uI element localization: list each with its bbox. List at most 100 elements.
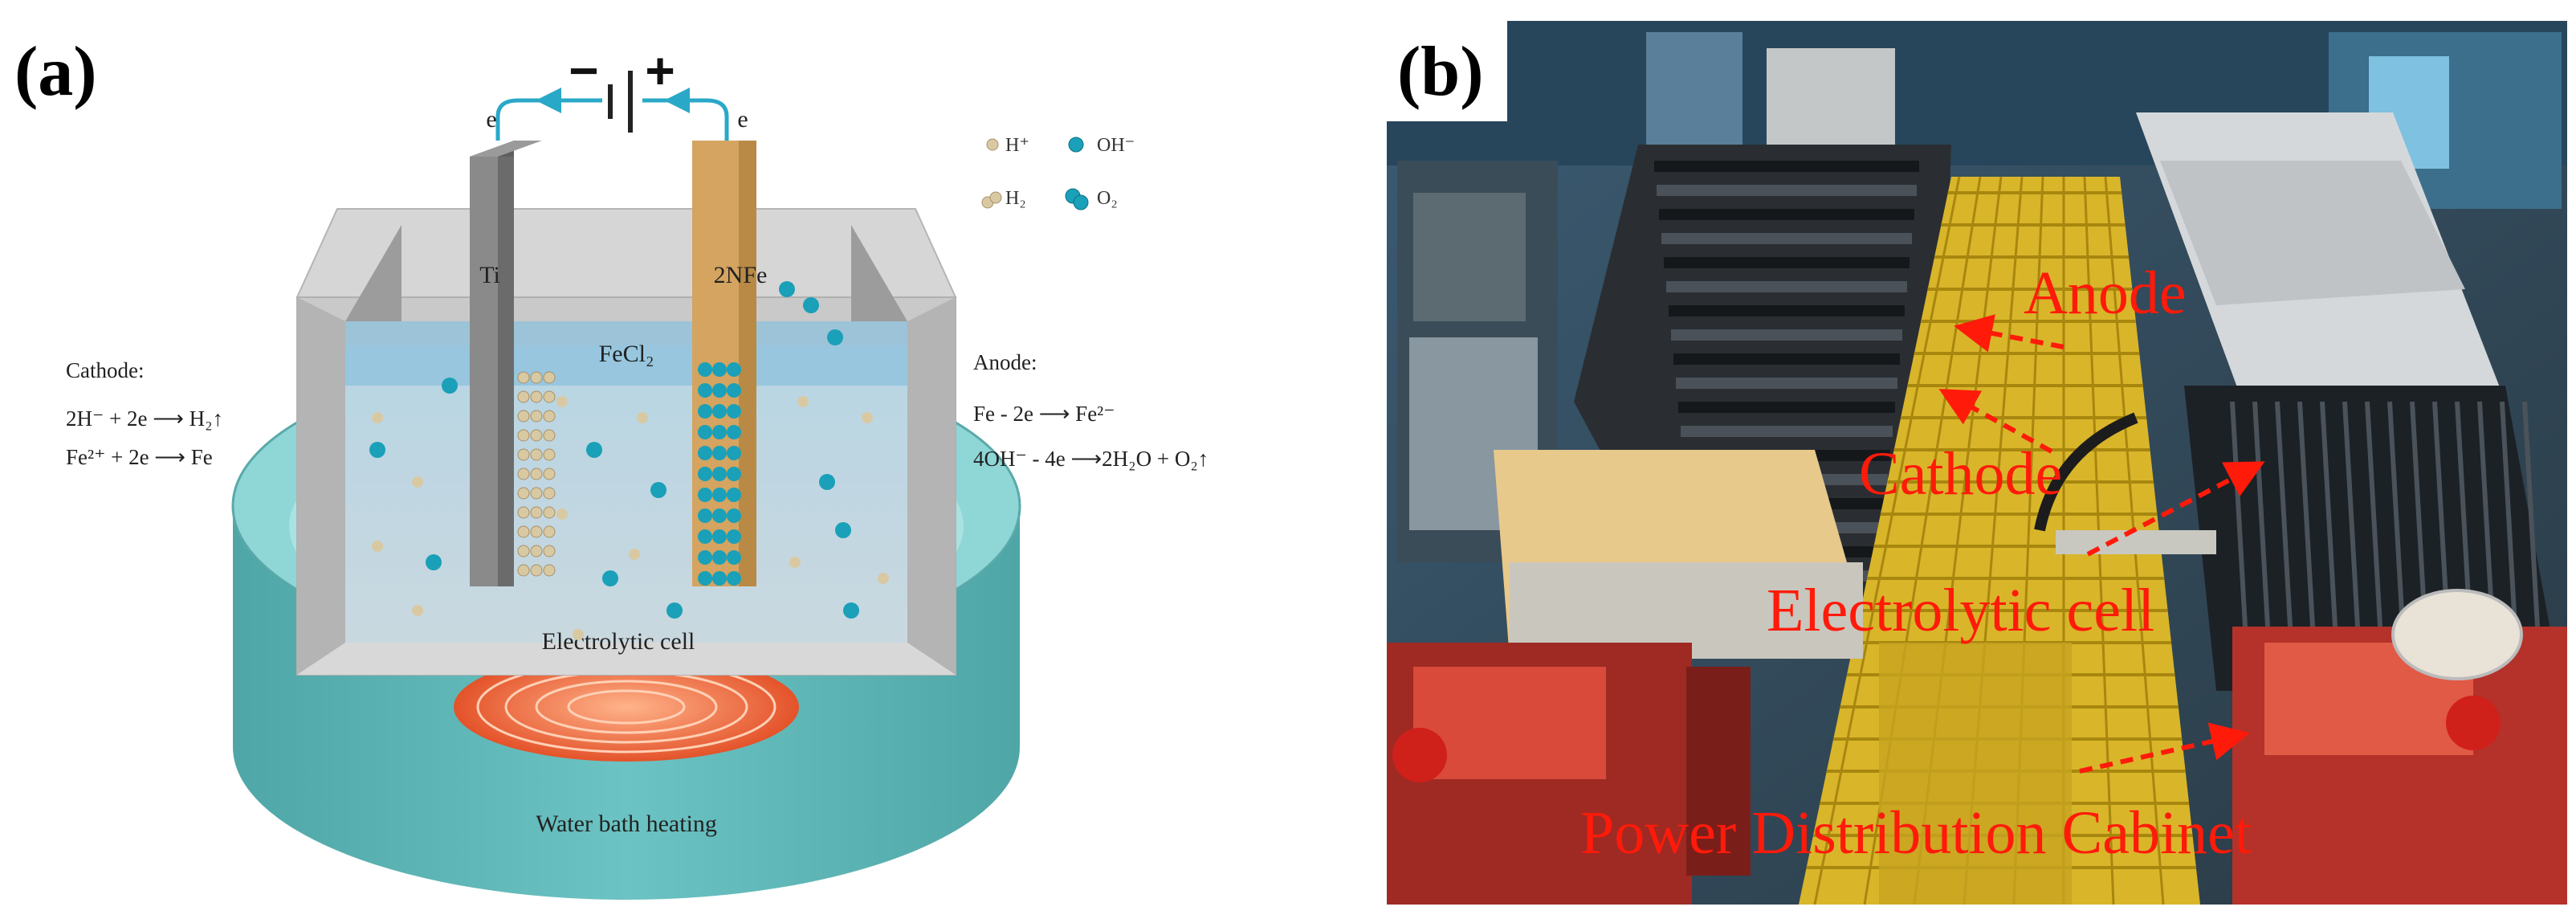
particle bbox=[789, 557, 801, 568]
h2-bubble bbox=[517, 564, 530, 577]
plus-sign: + bbox=[645, 42, 675, 100]
h2-bubble bbox=[543, 390, 556, 403]
h2-bubble bbox=[517, 468, 530, 480]
o2-bubble bbox=[712, 425, 727, 439]
h2-bubble bbox=[517, 506, 530, 519]
panel-a: (a) Water bath heating bbox=[14, 33, 1209, 900]
tank-plate bbox=[1664, 257, 1910, 268]
o2-bubble bbox=[698, 467, 712, 481]
h2-bubble bbox=[517, 410, 530, 423]
anode-label: 2NFe bbox=[714, 262, 768, 288]
annotation-power-cabinet: Power Distribution Cabinet bbox=[1580, 799, 2252, 867]
h2-bubble bbox=[530, 468, 543, 480]
o2-bubble bbox=[727, 383, 741, 398]
o2-bubble bbox=[727, 550, 741, 565]
particle bbox=[843, 602, 859, 619]
minus-sign: − bbox=[569, 42, 598, 100]
anode-reaction-1: Fe - 2e ⟶ Fe²⁻ bbox=[973, 402, 1115, 426]
o2-bubble bbox=[727, 467, 741, 481]
tank-plate bbox=[1673, 353, 1900, 365]
h2-bubble bbox=[517, 448, 530, 461]
particle bbox=[819, 474, 835, 490]
o2-bubble bbox=[698, 383, 712, 398]
o2-bubble bbox=[698, 550, 712, 565]
particle bbox=[629, 549, 640, 560]
h2-bubble bbox=[517, 429, 530, 442]
o2-bubble bbox=[712, 446, 727, 460]
o2-bubble bbox=[727, 446, 741, 460]
h2-bubble bbox=[517, 545, 530, 557]
h2-bubble bbox=[543, 564, 556, 577]
o2-bubble bbox=[698, 508, 712, 523]
o2-bubble bbox=[712, 362, 727, 377]
legend: H⁺ OH⁻ H₂ O₂ bbox=[981, 135, 1135, 210]
o2-bubble bbox=[712, 571, 727, 586]
legend-h2: H₂ bbox=[1005, 188, 1026, 209]
h2-bubble bbox=[543, 371, 556, 384]
h2-bubble bbox=[530, 545, 543, 557]
annotation-cathode: Cathode bbox=[1859, 440, 2062, 508]
h2-bubble bbox=[530, 429, 543, 442]
h2-bubble bbox=[543, 545, 556, 557]
panel-b-label: (b) bbox=[1397, 33, 1484, 111]
tank-plate bbox=[1671, 329, 1902, 341]
cathode-reaction-1: 2H⁻ + 2e ⟶ H₂↑ bbox=[66, 406, 223, 431]
h2-bubble bbox=[517, 371, 530, 384]
panel-a-label: (a) bbox=[14, 33, 97, 111]
power-supply: − + e e bbox=[486, 42, 748, 141]
anode-reactions-title: Anode: bbox=[973, 350, 1037, 374]
h2-bubble bbox=[517, 487, 530, 500]
annotation-anode: Anode bbox=[2024, 259, 2187, 327]
particle bbox=[369, 442, 385, 458]
particle bbox=[862, 412, 873, 423]
tank-plate bbox=[1669, 305, 1905, 317]
h2-bubble bbox=[530, 410, 543, 423]
particles bbox=[369, 281, 889, 640]
particle bbox=[637, 412, 648, 423]
o2-bubble bbox=[712, 383, 727, 398]
cathode-electrode: Ti bbox=[470, 141, 542, 586]
particle bbox=[442, 378, 458, 394]
particle bbox=[835, 522, 851, 538]
tank-plate bbox=[1666, 281, 1907, 292]
particle bbox=[827, 329, 843, 345]
h2-bubble bbox=[543, 410, 556, 423]
anode-reactions: Anode: Fe - 2e ⟶ Fe²⁻ 4OH⁻ - 4e ⟶2H₂O + … bbox=[973, 350, 1209, 471]
particle bbox=[426, 554, 442, 570]
h2-bubble bbox=[530, 371, 543, 384]
cathode-reactions: Cathode: 2H⁻ + 2e ⟶ H₂↑ Fe²⁺ + 2e ⟶ Fe bbox=[66, 358, 223, 469]
tank-plate bbox=[1681, 426, 1893, 437]
legend-o2-icon-b bbox=[1073, 194, 1089, 210]
o2-bubble bbox=[727, 404, 741, 419]
o2-bubble bbox=[698, 362, 712, 377]
panel-b: (b) Anode Cathode Electrolytic cell Powe… bbox=[1387, 21, 2567, 905]
o2-bubble bbox=[727, 529, 741, 544]
h2-bubble bbox=[543, 525, 556, 538]
o2-bubble bbox=[712, 488, 727, 502]
o2-bubble bbox=[727, 425, 741, 439]
particle bbox=[412, 605, 423, 616]
h2-bubble bbox=[530, 448, 543, 461]
electron-left: e bbox=[486, 106, 496, 133]
cathode-label: Ti bbox=[479, 262, 500, 288]
tank-plate bbox=[1678, 402, 1895, 413]
particle bbox=[650, 482, 666, 498]
tank-plate bbox=[1659, 209, 1914, 220]
o2-bubble bbox=[712, 508, 727, 523]
o2-bubble bbox=[727, 362, 741, 377]
electrolyte-label: FeCl₂ bbox=[599, 341, 654, 367]
particle bbox=[573, 629, 584, 640]
panel-b-label-box bbox=[1387, 21, 1507, 121]
particle bbox=[412, 476, 423, 488]
o2-bubble bbox=[698, 529, 712, 544]
legend-h-plus-icon bbox=[986, 138, 999, 151]
h2-bubble bbox=[543, 468, 556, 480]
o2-bubble bbox=[727, 571, 741, 586]
o2-bubble bbox=[698, 446, 712, 460]
particle bbox=[803, 297, 819, 313]
o2-bubble bbox=[698, 425, 712, 439]
legend-h2-icon-b bbox=[989, 191, 1002, 204]
h2-bubble bbox=[530, 564, 543, 577]
heater-coil bbox=[454, 652, 799, 762]
h2-bubble bbox=[517, 525, 530, 538]
